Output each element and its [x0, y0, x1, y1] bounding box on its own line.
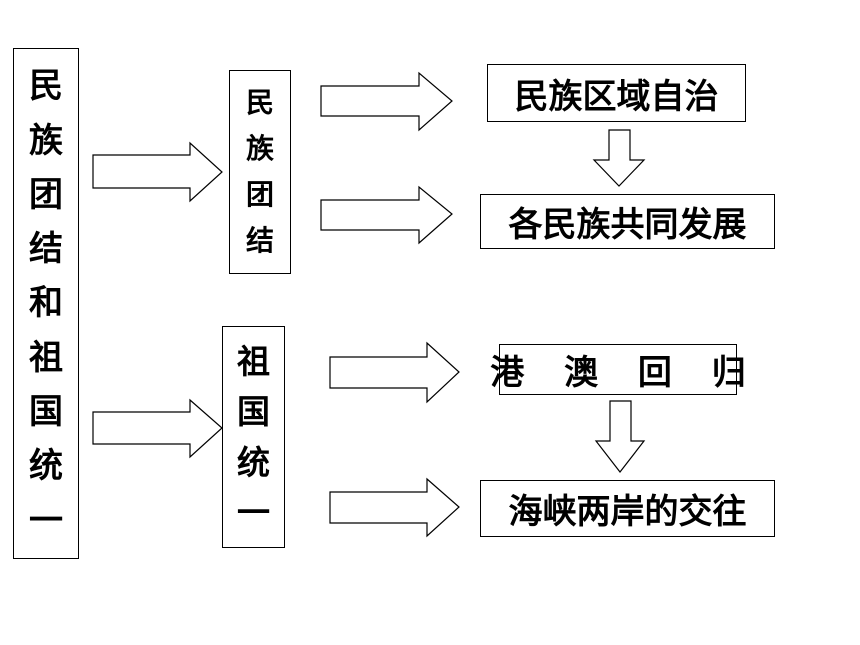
ethnic-unity-char: 族: [245, 132, 274, 165]
main-topic-char: 结: [29, 229, 63, 270]
arrow-reunify-to-return: [329, 341, 460, 404]
common-development-label: 各民族共同发展: [508, 205, 747, 245]
main-topic-char: 祖: [29, 337, 63, 378]
common-development-box: 各民族共同发展: [480, 194, 775, 249]
national-reunification-box: 祖 国 统 一: [222, 326, 285, 548]
arrow-unity-to-autonomy: [320, 71, 453, 132]
arrow-unity-to-development: [320, 185, 453, 245]
hk-macau-return-label: 港 澳 回 归: [490, 353, 760, 393]
main-topic-char: 一: [29, 500, 63, 541]
arrow-main-to-reunify: [92, 398, 223, 459]
main-topic-char: 和: [29, 283, 63, 324]
arrow-reunify-to-cross-strait: [329, 477, 460, 538]
ethnic-unity-box: 民 族 团 结: [229, 70, 291, 274]
national-reunification-char: 一: [237, 493, 270, 533]
main-topic-char: 国: [29, 392, 63, 433]
regional-autonomy-label: 民族区域自治: [514, 76, 719, 117]
national-reunification-char: 国: [237, 392, 270, 432]
arrow-autonomy-to-development: [592, 129, 646, 187]
ethnic-unity-char: 结: [245, 224, 274, 257]
main-topic-char: 统: [29, 446, 63, 487]
arrow-main-to-unity: [92, 141, 223, 203]
cross-strait-exchange-box: 海峡两岸的交往: [480, 480, 775, 537]
main-topic-char: 民: [29, 66, 63, 107]
ethnic-unity-char: 团: [245, 178, 274, 211]
ethnic-unity-char: 民: [245, 86, 274, 119]
cross-strait-exchange-label: 海峡两岸的交往: [508, 492, 747, 532]
national-reunification-char: 祖: [237, 341, 270, 381]
hk-macau-return-box: 港 澳 回 归: [490, 344, 746, 395]
main-topic-char: 团: [29, 174, 63, 215]
regional-autonomy-box: 民族区域自治: [487, 64, 746, 122]
main-topic-char: 族: [29, 120, 63, 161]
main-topic-box: 民 族 团 结 和 祖 国 统 一: [13, 48, 79, 559]
arrow-return-to-cross-strait: [594, 400, 646, 473]
national-reunification-char: 统: [237, 442, 270, 482]
